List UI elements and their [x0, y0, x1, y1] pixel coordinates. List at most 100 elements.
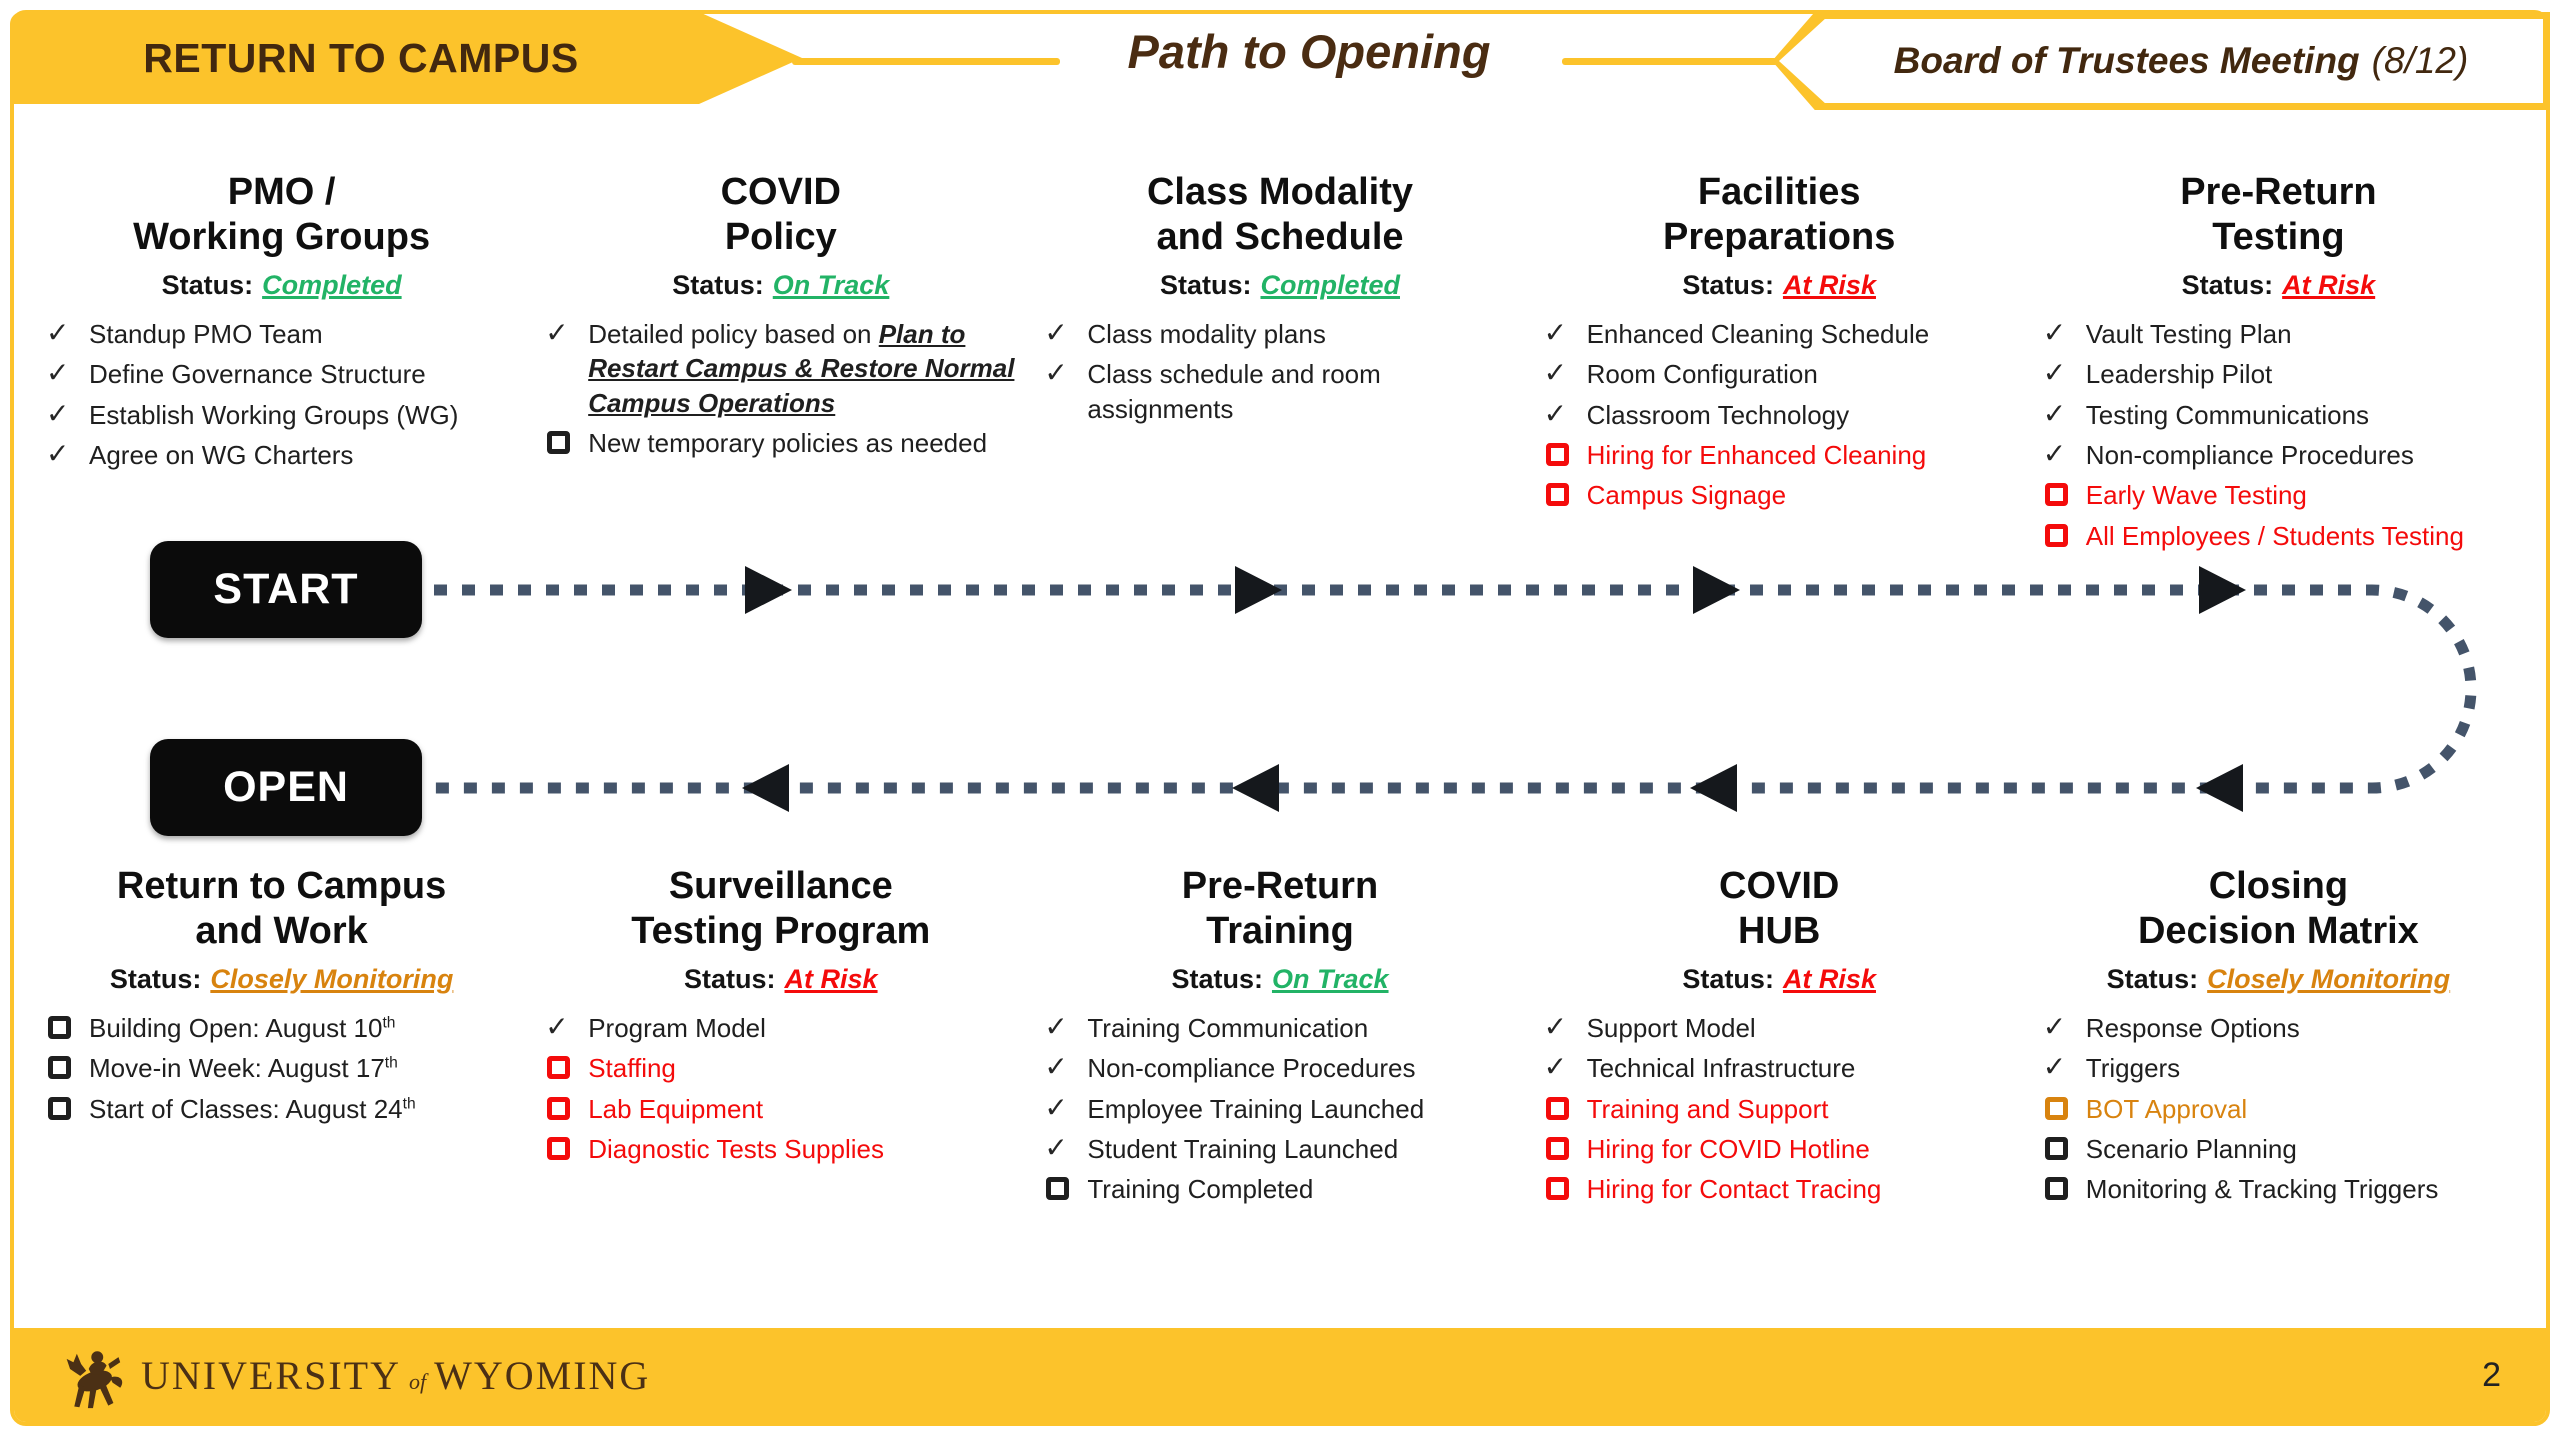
- checkmark-icon: ✓: [1543, 357, 1568, 389]
- list-item: Hiring for Enhanced Cleaning: [1544, 438, 2015, 472]
- item-text: Leadership Pilot: [2085, 359, 2273, 390]
- status-label: Status:: [161, 270, 254, 300]
- list-item: Diagnostic Tests Supplies: [545, 1132, 1016, 1166]
- item-text: Campus Signage: [1586, 480, 1787, 511]
- checkbox-icon: [48, 1096, 71, 1120]
- phase-title-line: and Schedule: [1156, 216, 1404, 259]
- checkbox-icon: [547, 430, 571, 454]
- item-text: Class modality plans: [1087, 319, 1326, 349]
- phase-item-list: ✓Standup PMO Team ✓Define Governance Stru…: [46, 317, 517, 472]
- list-item: ✓Classroom Technology: [1544, 398, 2015, 432]
- phase-title-line: and Work: [195, 910, 368, 953]
- wordmark-wyoming: WYOMING: [434, 1352, 651, 1398]
- phase-status: Status:Completed: [46, 270, 517, 301]
- phase-title-line: PMO /: [227, 171, 336, 214]
- phase-item-list: ✓ Detailed policy based on Plan to Restar…: [545, 317, 1016, 460]
- checkmark-icon: ✓: [1044, 1051, 1068, 1083]
- checkbox-icon: [1545, 1177, 1569, 1201]
- status-label: Status:: [1682, 964, 1774, 994]
- list-item: ✓Standup PMO Team: [46, 317, 517, 351]
- phase-status: Status:Completed: [1044, 270, 1515, 301]
- list-item: Lab Equipment: [545, 1092, 1016, 1126]
- list-item: ✓Class schedule and room assignments: [1044, 357, 1515, 426]
- item-text: Detailed policy based on Plan to Restart…: [588, 317, 1016, 420]
- status-value: At Risk: [784, 964, 878, 994]
- list-item: ✓Define Governance Structure: [46, 357, 517, 391]
- item-text: Non-compliance Procedures: [2085, 439, 2414, 470]
- status-value: On Track: [1271, 964, 1389, 994]
- list-item: ✓ Detailed policy based on Plan to Restar…: [545, 317, 1016, 420]
- item-text: Technical Infrastructure: [1586, 1053, 1856, 1084]
- item-text-segment: th: [382, 1014, 396, 1032]
- item-text: Response Options: [2085, 1013, 2300, 1043]
- item-text-emphasis: Plan to Restart Campus & Restore Normal …: [588, 319, 1015, 418]
- arrow-left-icon: [1690, 764, 1737, 812]
- list-item: Campus Signage: [1544, 478, 2015, 512]
- phase-status: Status:At Risk: [1544, 270, 2015, 301]
- item-text: BOT Approval: [2085, 1093, 2248, 1124]
- arrow-left-icon: [1232, 764, 1279, 812]
- phase-status: Status:Closely Monitoring: [2043, 964, 2514, 995]
- checkbox-icon: [547, 1096, 571, 1120]
- item-text: Enhanced Cleaning Schedule: [1586, 319, 1930, 349]
- start-node: START: [150, 541, 422, 638]
- item-text-segment: Move-in Week: August 17: [89, 1053, 385, 1084]
- return-to-campus-label: RETURN TO CAMPUS: [143, 34, 579, 81]
- arrow-right-icon: [745, 566, 792, 614]
- list-item: Move-in Week: August 17th: [46, 1051, 517, 1085]
- status-label: Status:: [2181, 270, 2274, 300]
- list-item: Early Wave Testing: [2043, 478, 2514, 512]
- status-value: On Track: [772, 270, 890, 300]
- item-text: Training Communication: [1087, 1013, 1369, 1043]
- slide-frame: RETURN TO CAMPUS Path to Opening Board o…: [10, 10, 2550, 1426]
- checkmark-icon: ✓: [2042, 397, 2067, 429]
- status-label: Status:: [672, 270, 764, 300]
- list-item: ✓Technical Infrastructure: [1544, 1051, 2015, 1085]
- list-item: ✓ Establish Working Groups (WG): [46, 398, 517, 432]
- phase-status: Status: On Track: [1044, 964, 1515, 995]
- list-item: ✓Leadership Pilot: [2043, 357, 2514, 391]
- list-item: ✓Class modality plans: [1044, 317, 1515, 351]
- status-value: At Risk: [1782, 964, 1876, 994]
- checkbox-icon: [1545, 483, 1569, 507]
- phase-title-line: Closing: [2208, 865, 2349, 908]
- item-text: Hiring for Contact Tracing: [1586, 1174, 1882, 1205]
- dotted-flow-line: [434, 584, 2477, 794]
- checkmark-icon: ✓: [545, 317, 569, 348]
- item-text: Room Configuration: [1586, 359, 1818, 390]
- university-wordmark: UNIVERSITY of WYOMING: [141, 1352, 650, 1399]
- arrow-left-icon: [2196, 764, 2243, 812]
- phase-item-list: ✓Vault Testing Plan✓Leadership Pilot✓Tes…: [2043, 317, 2514, 553]
- status-label: Status:: [1171, 964, 1263, 994]
- wordmark-university: UNIVERSITY: [141, 1352, 401, 1398]
- item-text: Student Training Launched: [1087, 1133, 1399, 1164]
- checkbox-icon: [547, 1056, 571, 1080]
- status-value: At Risk: [1782, 270, 1876, 300]
- item-text: Agree on WG Charters: [89, 439, 354, 470]
- board-meeting-date: (8/12): [2371, 40, 2469, 81]
- list-item: ✓Enhanced Cleaning Schedule: [1544, 317, 2015, 351]
- phase-title-line: Training: [1206, 910, 1354, 953]
- list-item: Scenario Planning: [2043, 1132, 2514, 1166]
- checkbox-icon: [2044, 1136, 2068, 1160]
- item-text: Establish Working Groups (WG): [89, 399, 459, 430]
- item-text-segment: th: [384, 1054, 398, 1072]
- item-text: Lab Equipment: [588, 1093, 764, 1124]
- checkmark-icon: ✓: [46, 397, 70, 429]
- return-to-campus-banner: RETURN TO CAMPUS: [10, 12, 802, 104]
- list-item: ✓Triggers: [2043, 1051, 2514, 1085]
- item-text: Staffing: [588, 1053, 676, 1084]
- list-item: ✓Program Model: [545, 1011, 1016, 1045]
- item-text: Monitoring & Tracking Triggers: [2085, 1174, 2439, 1205]
- item-text: Employee Training Launched: [1087, 1093, 1425, 1124]
- list-item: ✓Training Communication: [1044, 1011, 1515, 1045]
